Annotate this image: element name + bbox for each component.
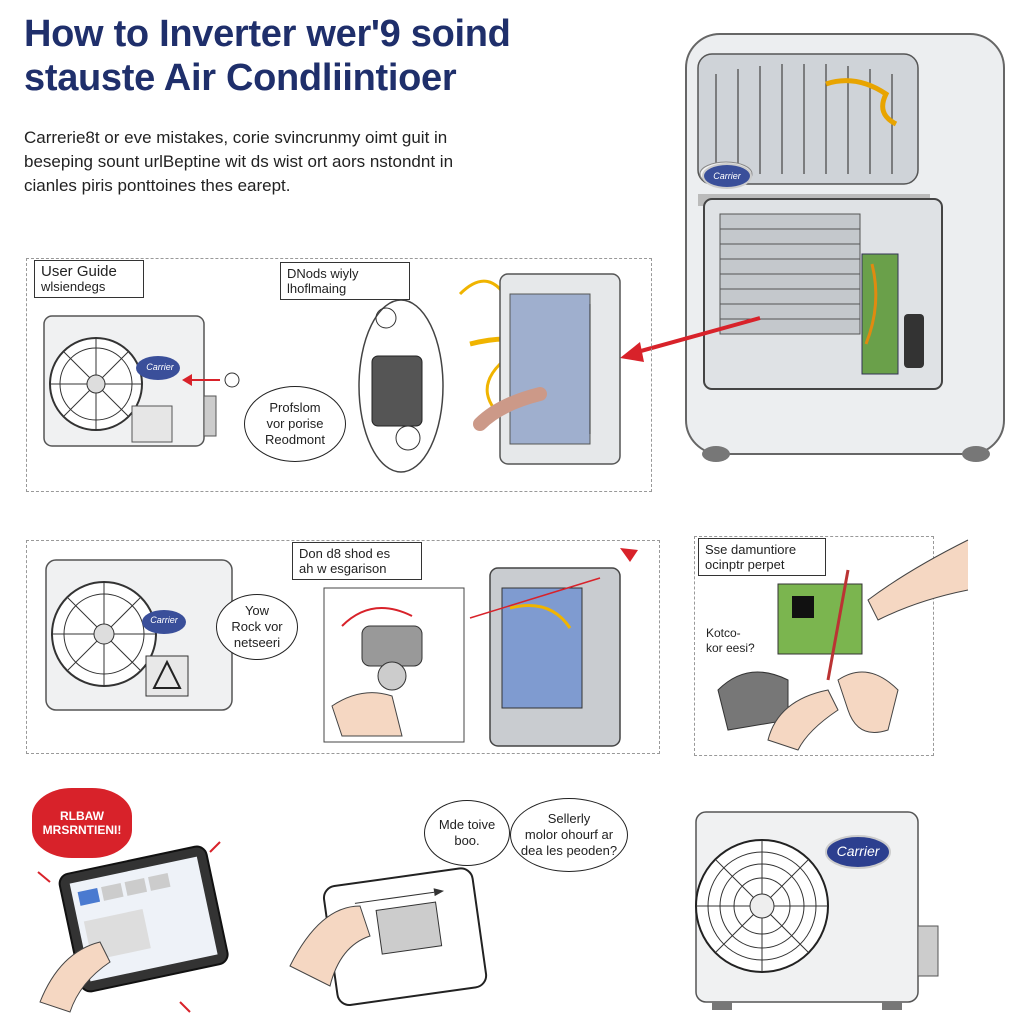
speech-bubble: Sellerly molor ohourf ar dea les peoden? <box>510 798 628 872</box>
hand-tool-illustration <box>323 587 465 743</box>
panel1-label-2: DNods wiyly lhoflmaing <box>280 262 410 300</box>
indoor-unit-illustration <box>685 33 1005 462</box>
panel2-label: Don d8 shod es ah w esgarison <box>292 542 422 580</box>
open-unit-illustration <box>469 548 638 747</box>
diagram-panel-1 <box>26 258 652 492</box>
title-line-1: How to Inverter wer'9 soind <box>24 13 511 55</box>
tablet-illustration <box>289 867 488 1006</box>
outdoor-unit-illustration <box>43 315 217 447</box>
circuit-board-repair-illustration <box>717 539 969 751</box>
intro-line: cianles piris ponttoines thes earept. <box>24 176 291 195</box>
diagram-panel-2 <box>26 540 660 754</box>
page-title: How to Inverter wer'9 soind stauste Air … <box>24 12 624 100</box>
panel3-caption: Kotco- kor eesi? <box>706 626 755 655</box>
diagram-panel-3 <box>694 536 934 756</box>
speech-bubble: Mde toive boo. <box>424 800 510 866</box>
warning-badge: RLBAW MRSRNTIENI! <box>32 788 132 858</box>
tablet-illustration <box>37 841 229 1013</box>
brand-logo: Carrier <box>702 163 752 189</box>
outdoor-unit-illustration <box>695 811 939 1010</box>
open-unit-illustration <box>458 273 621 465</box>
intro-paragraph: Carrerie8t or eve mistakes, corie svincr… <box>24 126 584 198</box>
user-guide-label: User Guide wlsiendegs <box>34 260 144 298</box>
panel3-label: Sse damuntiore ocinptr perpet <box>698 538 826 576</box>
arrow-icon <box>182 372 240 388</box>
title-line-2: stauste Air Condliintioer <box>24 57 457 99</box>
speech-bubble: Profslom vor porise Reodmont <box>244 386 346 462</box>
intro-line: Carrerie8t or eve mistakes, corie svincr… <box>24 128 448 147</box>
brand-logo: Carrier <box>150 615 178 625</box>
brand-logo: Carrier <box>146 362 174 372</box>
compressor-closeup-illustration <box>358 299 444 473</box>
intro-line: beseping sount urlBeptine wit ds wist or… <box>24 152 454 171</box>
outdoor-unit-illustration <box>45 559 233 711</box>
brand-logo: Carrier <box>836 843 880 859</box>
speech-bubble: Yow Rock vor netseeri <box>216 594 298 660</box>
